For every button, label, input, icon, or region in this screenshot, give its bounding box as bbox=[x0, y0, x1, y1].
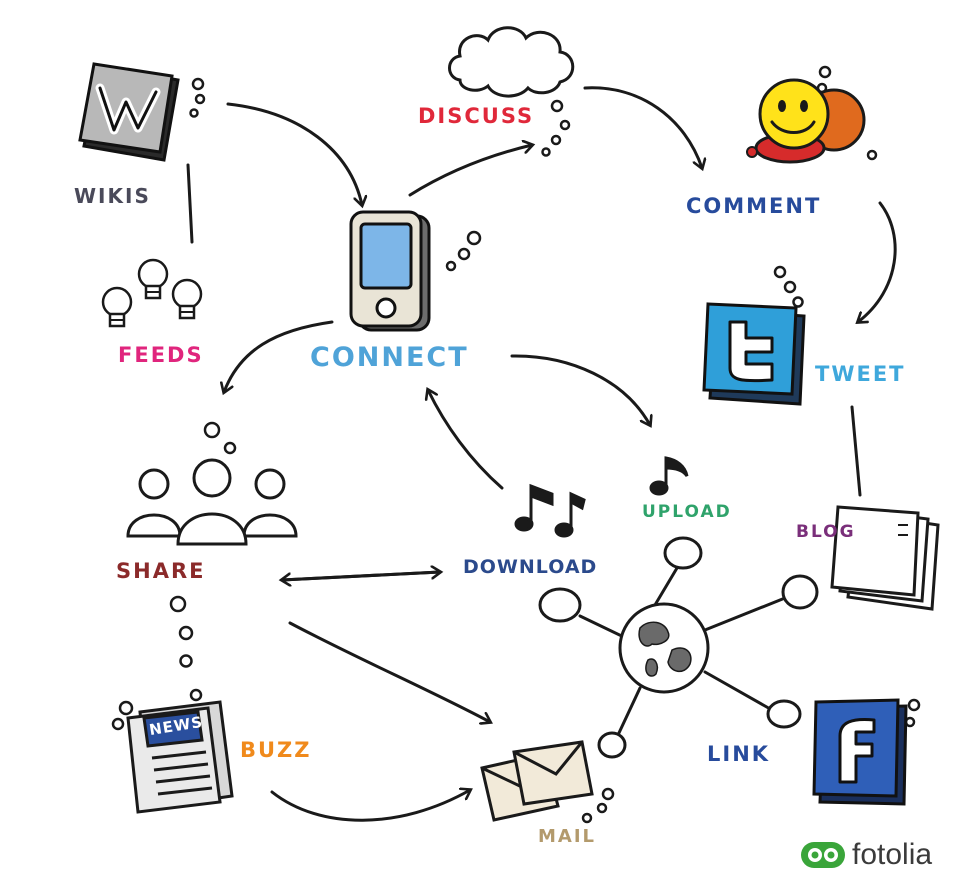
blog-label: BLOG bbox=[796, 522, 856, 542]
buzz-label: BUZZ bbox=[240, 738, 312, 762]
phone-icon bbox=[349, 210, 431, 332]
twitter-icon bbox=[702, 302, 806, 406]
download-label: DOWNLOAD bbox=[463, 556, 598, 578]
cloud-icon bbox=[448, 26, 575, 98]
upload-label: UPLOAD bbox=[642, 502, 732, 522]
fotolia-watermark: fotolia bbox=[800, 838, 932, 872]
arrow-connect-upload bbox=[510, 354, 650, 425]
spoke-right bbox=[698, 596, 787, 634]
envelopes-icon bbox=[480, 740, 594, 822]
arrow-wikis-connect bbox=[226, 102, 362, 205]
arrow-download-share bbox=[282, 570, 442, 580]
brand-text: fotolia bbox=[852, 838, 933, 871]
line-wikis-feeds bbox=[186, 163, 194, 244]
link-label: LINK bbox=[707, 742, 771, 766]
arrow-download-connect bbox=[428, 390, 504, 490]
wikis-label: WIKIS bbox=[74, 184, 151, 208]
feeds-label: FEEDS bbox=[118, 343, 204, 367]
globe-icon bbox=[638, 621, 692, 677]
spoke-top bbox=[650, 566, 679, 612]
mail-label: MAIL bbox=[538, 826, 597, 847]
spoke-bottom-right bbox=[703, 670, 774, 712]
line-tweet-blog bbox=[850, 405, 862, 497]
comment-label: COMMENT bbox=[686, 194, 822, 218]
tweet-label: TWEET bbox=[815, 362, 906, 386]
fotolia-logo-icon bbox=[801, 842, 845, 868]
arrow-connect-share bbox=[224, 320, 334, 392]
arrow-share-mail bbox=[288, 621, 490, 722]
people-icon bbox=[126, 458, 298, 546]
arrow-buzz-mail bbox=[270, 790, 470, 822]
newspaper-icon bbox=[126, 700, 234, 814]
spoke-bottom-left bbox=[616, 686, 642, 737]
arrow-comment-tweet bbox=[858, 201, 897, 322]
arrow-discuss-comment bbox=[583, 86, 702, 168]
connect-label: CONNECT bbox=[310, 342, 469, 373]
upload-note-icon bbox=[649, 456, 689, 496]
discuss-label: DISCUSS bbox=[418, 104, 535, 128]
lightbulbs-icon bbox=[101, 258, 203, 328]
facebook-icon bbox=[812, 698, 908, 806]
documents-icon bbox=[830, 505, 940, 611]
share-label: SHARE bbox=[116, 559, 206, 583]
smiley-icon bbox=[746, 78, 866, 164]
arrow-connect-discuss bbox=[408, 145, 532, 197]
music-notes-icon bbox=[514, 483, 586, 538]
wiki-icon bbox=[78, 62, 180, 162]
